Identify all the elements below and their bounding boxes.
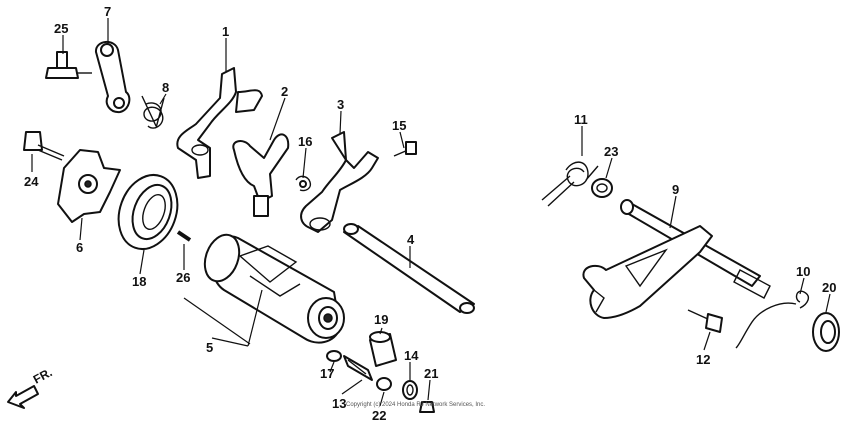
part-9-gearshift-spindle[interactable] — [582, 199, 771, 319]
part-26-pin[interactable] — [176, 230, 192, 242]
part-number-12: 12 — [696, 352, 710, 367]
part-3-shift-fork[interactable] — [300, 131, 379, 233]
part-22-washer[interactable] — [376, 377, 392, 391]
leader-lines — [31, 18, 831, 407]
part-number-19: 19 — [374, 312, 388, 327]
part-number-24: 24 — [24, 174, 39, 189]
direction-label: FR. — [31, 365, 55, 386]
part-14-seal[interactable] — [402, 380, 418, 400]
part-number-14: 14 — [404, 348, 419, 363]
part-number-6: 6 — [76, 240, 83, 255]
part-number-26: 26 — [176, 270, 190, 285]
direction-arrow: FR. — [7, 365, 55, 409]
part-8-spring[interactable] — [141, 95, 165, 129]
part-number-8: 8 — [162, 80, 169, 95]
part-number-20: 20 — [822, 280, 836, 295]
part-25-bolt[interactable] — [45, 51, 92, 79]
part-11-spring[interactable] — [541, 161, 599, 207]
part-number-2: 2 — [281, 84, 288, 99]
part-24-bolt[interactable] — [23, 131, 65, 161]
part-number-18: 18 — [132, 274, 146, 289]
part-15-bolt[interactable] — [393, 141, 417, 157]
part-number-3: 3 — [337, 97, 344, 112]
part-4-fork-shaft[interactable] — [343, 223, 475, 314]
part-number-labels: 25 7 8 1 2 3 16 15 4 24 6 18 26 5 19 17 … — [24, 4, 836, 423]
part-number-25: 25 — [54, 21, 68, 36]
part-number-11: 11 — [574, 112, 588, 127]
part-number-16: 16 — [298, 134, 312, 149]
part-19-collar[interactable] — [369, 331, 397, 367]
part-number-22: 22 — [372, 408, 386, 423]
part-17-washer[interactable] — [326, 350, 342, 362]
part-number-9: 9 — [672, 182, 679, 197]
copyright-notice: Copyright (c) 2024 Honda RJ Network Serv… — [346, 402, 485, 408]
part-18-bearing[interactable] — [109, 167, 188, 258]
part-7-shift-arm[interactable] — [95, 41, 131, 114]
part-16-clip[interactable] — [295, 175, 312, 192]
part-number-21: 21 — [424, 366, 438, 381]
part-number-13: 13 — [332, 396, 346, 411]
part-10-spring[interactable] — [735, 290, 810, 349]
part-number-10: 10 — [796, 264, 810, 279]
part-1-shift-fork[interactable] — [176, 67, 263, 179]
part-number-7: 7 — [104, 4, 111, 19]
part-number-5: 5 — [206, 340, 213, 355]
part-23-collar[interactable] — [591, 178, 613, 198]
part-number-15: 15 — [392, 118, 406, 133]
part-5-shift-drum[interactable] — [199, 230, 345, 344]
part-21-nut[interactable] — [419, 401, 435, 413]
part-20-oil-seal[interactable] — [812, 312, 840, 352]
part-number-23: 23 — [604, 144, 618, 159]
part-number-1: 1 — [222, 24, 229, 39]
part-13-pin[interactable] — [343, 355, 373, 381]
part-number-4: 4 — [407, 232, 415, 247]
part-number-17: 17 — [320, 366, 334, 381]
part-2-shift-fork[interactable] — [232, 133, 290, 217]
part-6-stopper-plate[interactable] — [57, 149, 121, 223]
part-12-bolt[interactable] — [687, 309, 723, 333]
